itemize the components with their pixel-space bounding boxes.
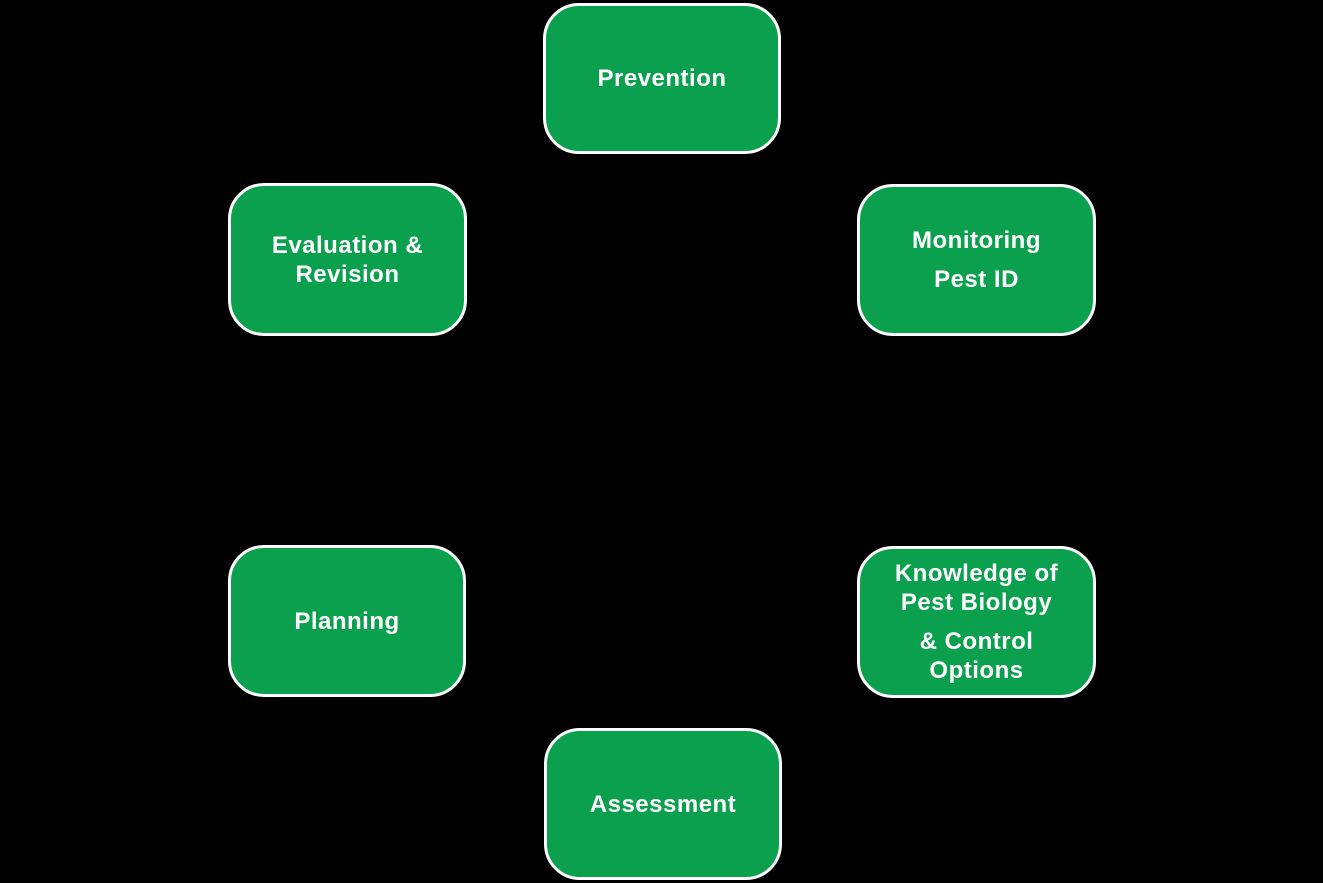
node-label: Prevention: [597, 65, 727, 92]
node-label: Evaluation &Revision: [271, 231, 424, 288]
node-planning: Planning: [228, 545, 466, 697]
node-label: Planning: [294, 607, 400, 635]
node-prevention: Prevention: [543, 3, 781, 154]
node-label: Monitoring: [912, 227, 1041, 254]
node-label: Assessment: [589, 790, 737, 818]
node-assessment: Assessment: [544, 728, 782, 880]
node-evaluation-revision: Evaluation &Revision: [228, 183, 467, 336]
node-label: Pest ID: [934, 266, 1019, 293]
